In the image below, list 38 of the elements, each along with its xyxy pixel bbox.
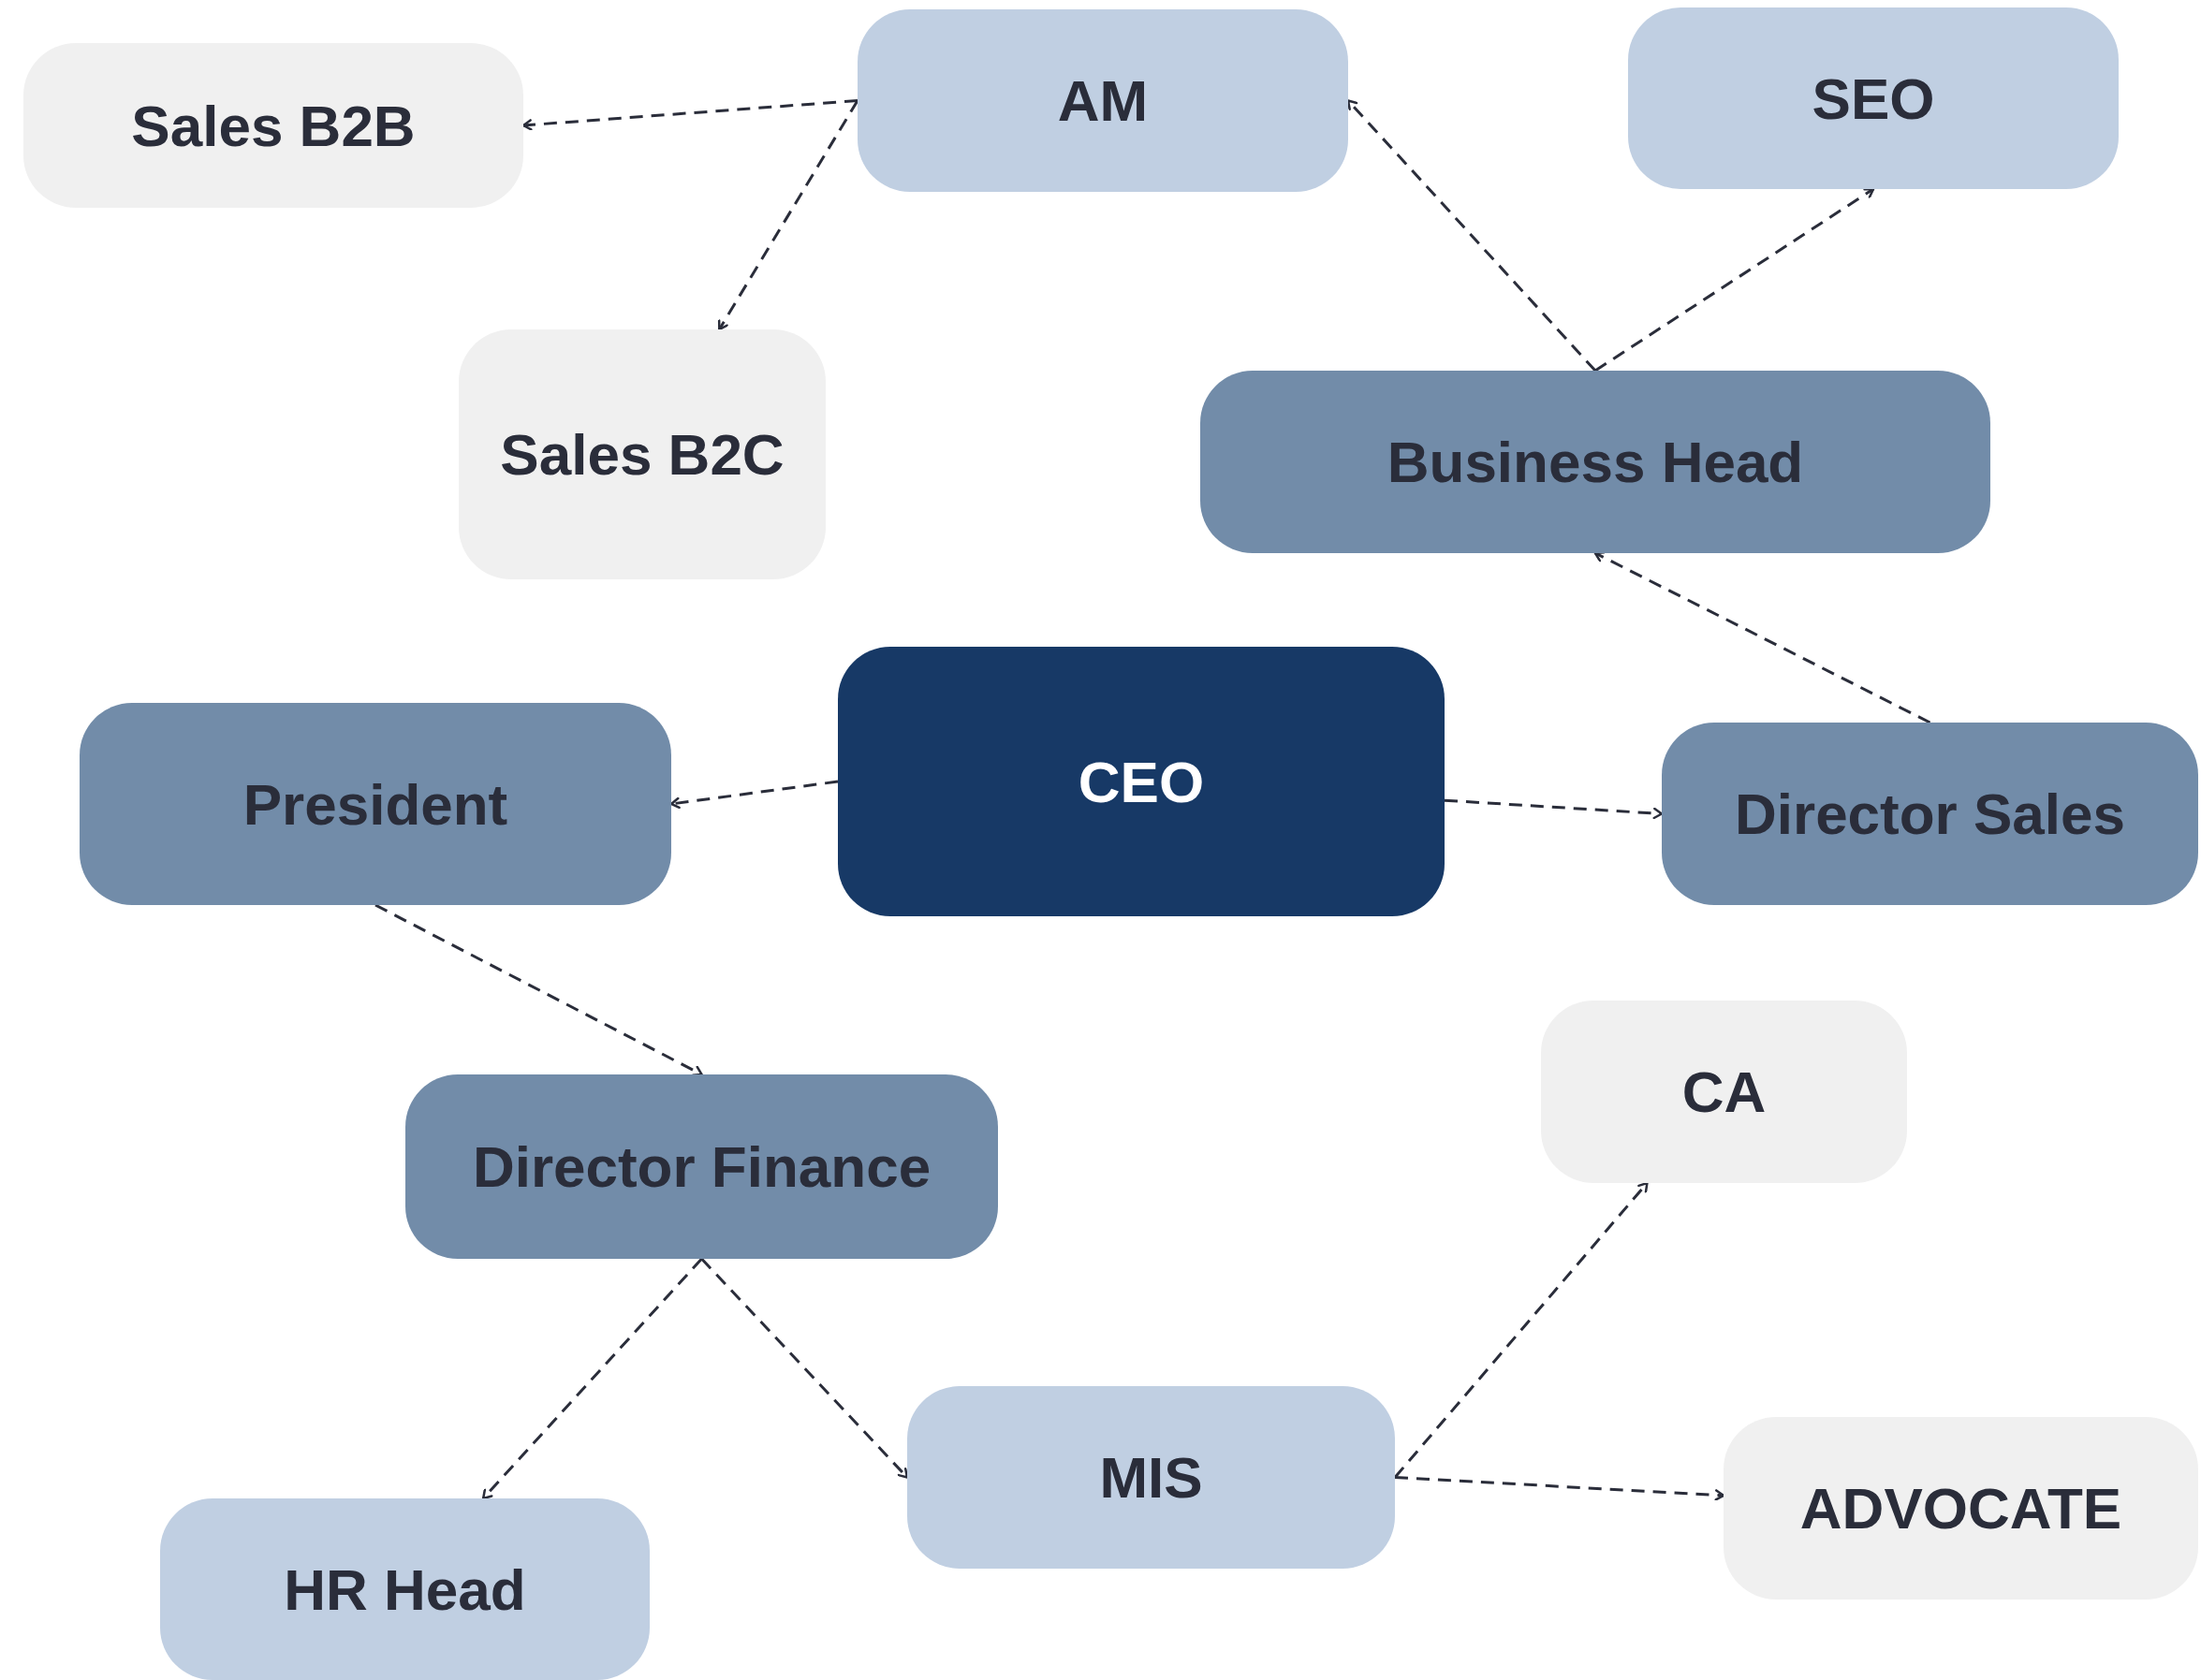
role-box <box>23 43 523 208</box>
role-box <box>1200 371 1990 553</box>
role-label: AM <box>1057 67 1149 135</box>
role-box <box>459 329 826 579</box>
dashed-arrow <box>1394 1476 1725 1501</box>
role-label: MIS <box>1099 1444 1203 1512</box>
dashed-arrow <box>717 99 859 331</box>
role-box <box>858 9 1348 192</box>
dashed-arrow <box>1346 99 1597 372</box>
role-box <box>1662 723 2198 905</box>
role-box <box>1628 7 2119 189</box>
role-box <box>1541 1001 1907 1183</box>
role-label: Business Head <box>1387 429 1804 496</box>
role-label: Sales B2B <box>131 92 416 160</box>
role-box <box>160 1498 650 1680</box>
role-label: CA <box>1681 1059 1767 1126</box>
dashed-arrow <box>1444 798 1664 820</box>
dashed-arrow <box>521 99 858 131</box>
role-label: SEO <box>1812 65 1935 133</box>
dashed-arrow <box>374 903 703 1076</box>
role-label: ADVOCATE <box>1799 1475 2122 1542</box>
role-box <box>838 647 1445 916</box>
role-box <box>1724 1417 2198 1600</box>
role-label: Director Finance <box>472 1133 932 1201</box>
dashed-arrow <box>700 1257 909 1479</box>
role-box <box>405 1074 998 1259</box>
dashed-arrow <box>669 780 839 810</box>
dashed-arrow <box>481 1258 703 1500</box>
dashed-arrow <box>1593 550 1931 724</box>
dashed-arrow <box>1594 187 1875 373</box>
role-label: Director Sales <box>1735 781 2125 848</box>
dashed-arrow <box>1393 1181 1649 1479</box>
role-label: Sales B2C <box>500 421 785 489</box>
role-label: CEO <box>1078 748 1205 816</box>
role-label: President <box>242 770 508 839</box>
role-box <box>80 703 671 905</box>
role-label: HR Head <box>284 1556 526 1624</box>
role-box <box>907 1386 1395 1569</box>
